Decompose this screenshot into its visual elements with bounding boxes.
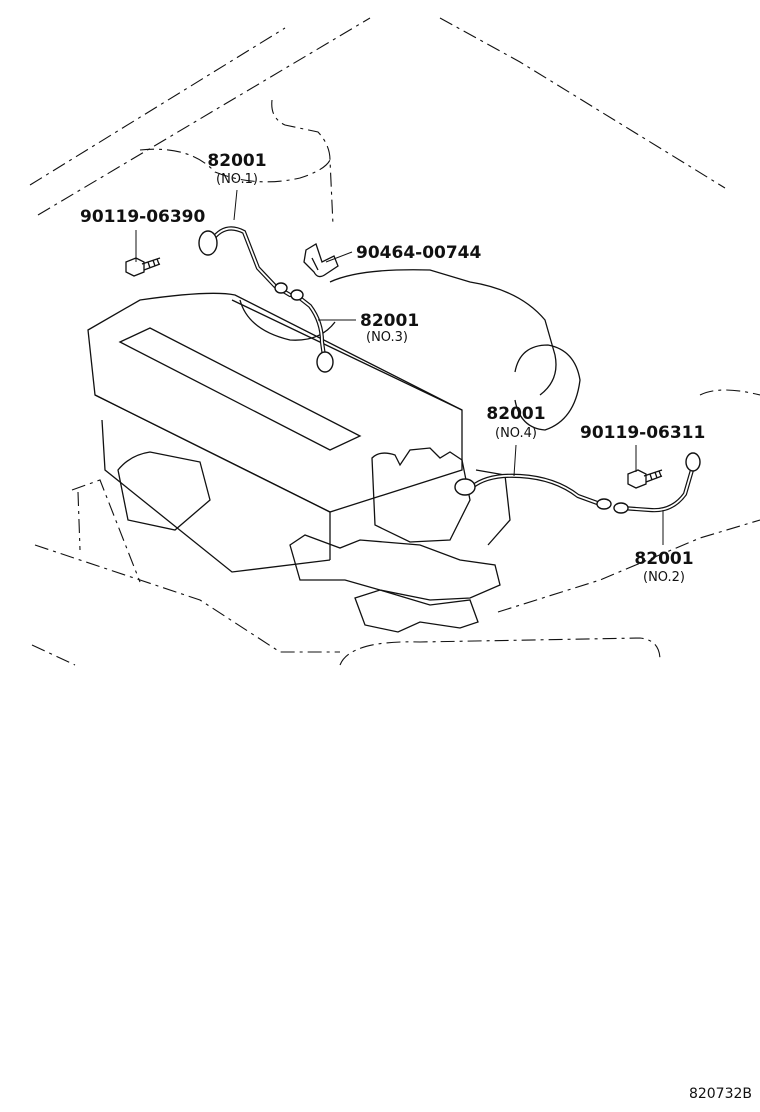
part-number-82001-no4: 82001 (486, 404, 545, 424)
callout-clamp: 90464-00744 (356, 243, 482, 263)
bolt-right-icon (627, 469, 663, 489)
ground-wire-no3 (290, 289, 334, 373)
engine-block (87, 269, 581, 633)
part-sub-no2: (NO.2) (643, 570, 685, 585)
leader-lines (135, 189, 664, 545)
callout-wire-no4: 82001 (NO.4) (486, 404, 545, 441)
part-number-82001-no1: 82001 (207, 151, 266, 171)
callout-bolt-left: 90119-06390 (80, 207, 206, 227)
diagram-reference-number: 820732B (689, 1086, 752, 1102)
vehicle-body-outline (29, 17, 760, 666)
part-number-82001-no2: 82001 (634, 549, 693, 569)
callout-wire-no2: 82001 (NO.2) (634, 549, 693, 585)
ground-wire-no4 (454, 473, 612, 510)
ground-wire-no2 (613, 452, 701, 514)
callout-wire-no1: 82001 (NO.1) (207, 151, 266, 187)
part-number-bolt-right: 90119-06311 (580, 423, 705, 443)
part-number-82001-no3: 82001 (360, 311, 419, 331)
callout-bolt-right: 90119-06311 (580, 423, 705, 443)
part-number-bolt-left: 90119-06390 (80, 207, 206, 227)
part-sub-no3: (NO.3) (366, 330, 408, 345)
part-sub-no1: (NO.1) (216, 172, 258, 187)
part-number-clamp: 90464-00744 (356, 243, 482, 263)
part-sub-no4: (NO.4) (495, 426, 537, 441)
callout-wire-no3: 82001 (NO.3) (360, 311, 419, 345)
bolt-left-icon (125, 257, 161, 277)
ground-wire-no1 (198, 226, 293, 298)
wire-clamp-icon (303, 243, 339, 278)
